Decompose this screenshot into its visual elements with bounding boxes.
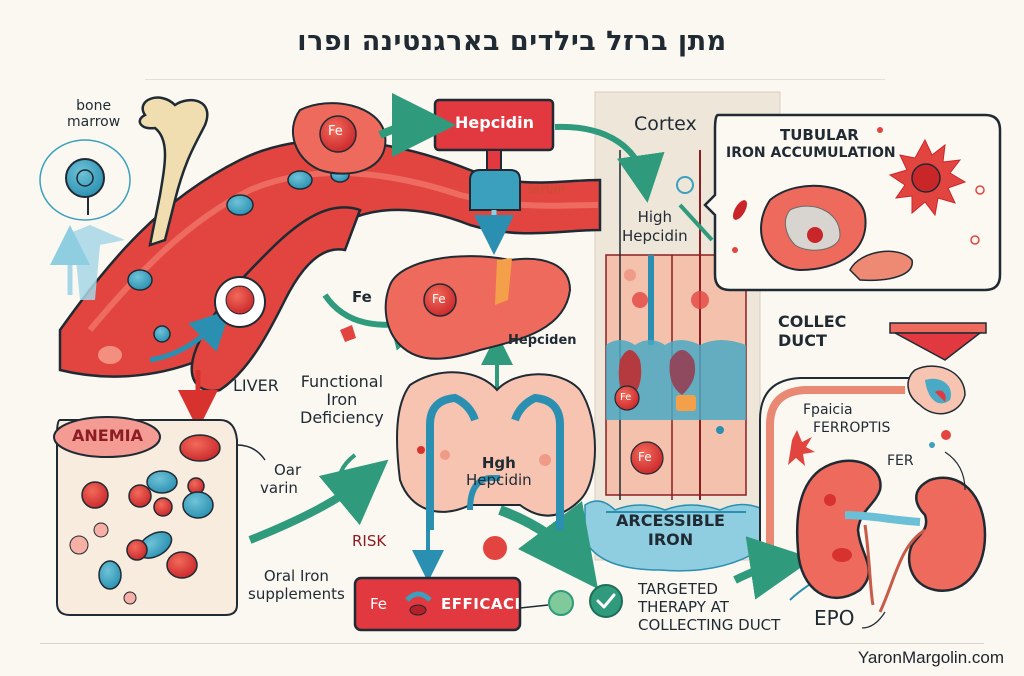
anemia-panel xyxy=(53,416,266,616)
red-gem-icon xyxy=(340,325,356,342)
liver-icon xyxy=(384,255,572,360)
fer-label: FER xyxy=(887,453,914,469)
tubular-iron-accumulation-label: TUBULAR IRON ACCUMULATION xyxy=(726,126,896,161)
liver-cell-icon xyxy=(214,276,266,328)
footer-divider xyxy=(40,643,984,644)
hepciden-label: Hepciden xyxy=(508,333,577,348)
tubular-accumulation-panel xyxy=(703,113,1002,292)
efficaci-box xyxy=(353,576,574,632)
efficaci-fe-label: Fe xyxy=(370,595,388,613)
fe-liver-label: Fe xyxy=(432,292,446,306)
high-hepcidin-center-label: Hgh Hepcidin xyxy=(466,454,532,490)
ferroptosis-burst-icon xyxy=(888,138,967,217)
oral-iron-supplements-label: Oral Iron supplements xyxy=(248,567,345,603)
fe-tubule-label-1: Fe xyxy=(620,392,632,403)
ferroptosis-label: Fpaicia FERROPTIS xyxy=(803,402,891,436)
check-circle-icon xyxy=(589,584,623,618)
collecting-duct-label: COLLEC DUCT xyxy=(778,312,847,351)
targeted-therapy-label: TARGETED THERAPY AT COLLECTING DUCT xyxy=(638,580,781,634)
efficaci-label[interactable]: EFFICACI xyxy=(441,595,521,613)
hepcidin-box xyxy=(433,98,555,255)
high-hepcidin-kidney-label: High Hepcidin xyxy=(622,208,688,245)
liver-label: LIVER xyxy=(233,376,279,395)
fe-arrow-label: Fe xyxy=(352,288,372,306)
ferroptosis-star-icon xyxy=(788,430,815,466)
kidney-tissue-center xyxy=(396,371,596,530)
serum-label: serum xyxy=(527,182,566,196)
anemia-label: ANEMIA xyxy=(72,426,143,445)
risk-label: RISK xyxy=(352,532,387,550)
title-divider xyxy=(145,79,885,80)
oar-varin-label: Oar varin xyxy=(260,461,302,497)
collecting-duct-funnel xyxy=(889,322,987,448)
bone-marrow-label: bone marrow xyxy=(67,98,121,130)
fe-label-top: Fe xyxy=(328,124,343,139)
fe-tubule-label-2: Fe xyxy=(638,450,652,464)
watermark[interactable]: YaronMargolin.com xyxy=(857,648,1004,667)
kidney-icon xyxy=(795,459,987,613)
bone-icon xyxy=(138,96,209,247)
page-title: מתן ברזל בילדים בארגנטינה ופרו xyxy=(297,26,727,57)
hepcidin-box-label[interactable]: Hepcidin xyxy=(455,113,534,132)
accessible-iron-label: ARCESSIBLE IRON xyxy=(616,511,725,550)
functional-iron-deficiency-label: Functional Iron Deficiency xyxy=(300,372,384,427)
iron-cell-top xyxy=(291,102,387,175)
vessel-blood-cells xyxy=(98,167,350,364)
cortex-label: Cortex xyxy=(634,113,697,135)
epo-label: EPO xyxy=(814,606,855,630)
